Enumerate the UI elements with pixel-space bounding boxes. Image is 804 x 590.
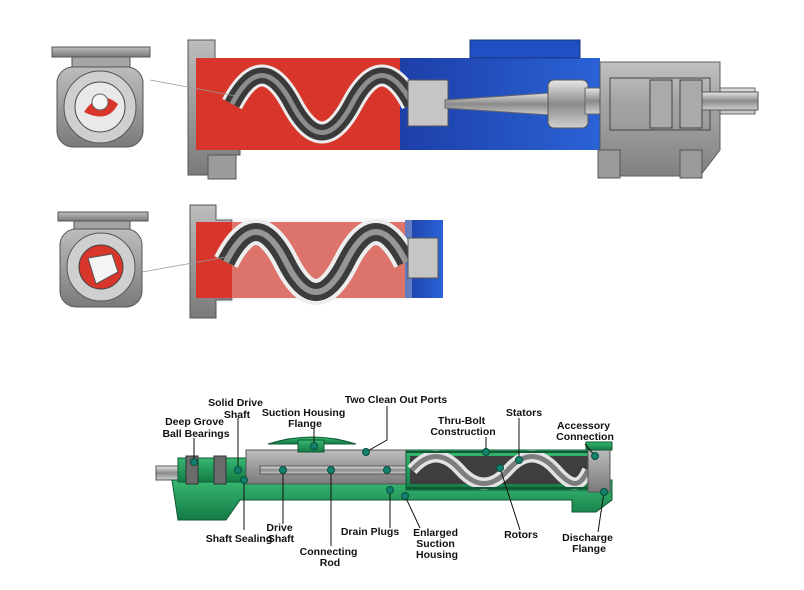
marker-thru-bolt	[482, 448, 490, 456]
end-view-middle-icon	[57, 211, 149, 308]
label-drive-shaft: Drive Shaft	[266, 522, 295, 545]
marker-connecting-rod	[327, 466, 335, 474]
marker-discharge-flange	[600, 488, 608, 496]
label-discharge-flange: Discharge Flange	[562, 532, 616, 555]
label-deep-groove-bearings: Deep Grove Ball Bearings	[162, 416, 229, 440]
marker-drain-plugs	[386, 486, 394, 494]
label-enlarged-suction-housing: Enlarged Suction Housing	[413, 527, 461, 561]
label-stators: Stators	[506, 407, 542, 419]
callout-labels: Deep Grove Ball Bearings Solid Drive Sha…	[162, 394, 616, 569]
marker-suction-flange	[310, 442, 318, 450]
marker-clean-out-b	[383, 466, 391, 474]
pump-cutaway-full-icon	[51, 39, 759, 180]
label-connecting-rod: Connecting Rod	[300, 546, 361, 569]
end-view-top-icon	[51, 46, 151, 148]
marker-deep-groove	[190, 458, 198, 466]
pump-cutaway-suction-icon	[57, 204, 443, 319]
callout-markers	[190, 442, 608, 500]
label-accessory-connection: Accessory Connection	[556, 420, 614, 443]
label-suction-housing-flange: Suction Housing Flange	[262, 407, 348, 430]
label-drain-plugs: Drain Plugs	[341, 526, 400, 538]
callout-leader-lines	[193, 406, 605, 546]
marker-accessory	[591, 452, 599, 460]
marker-enlarged-suction	[401, 492, 409, 500]
marker-stators	[515, 456, 523, 464]
marker-rotors	[496, 464, 504, 472]
label-two-clean-out-ports: Two Clean Out Ports	[345, 394, 448, 406]
label-shaft-sealing: Shaft Sealing	[206, 533, 273, 545]
label-solid-drive-shaft: Solid Drive Shaft	[208, 397, 266, 421]
marker-clean-out-a	[362, 448, 370, 456]
marker-drive-shaft	[279, 466, 287, 474]
pump-labeled-assembly-icon	[155, 436, 613, 521]
label-rotors: Rotors	[504, 529, 538, 541]
label-thru-bolt-construction: Thru-Bolt Construction	[430, 415, 495, 438]
marker-shaft-sealing	[240, 476, 248, 484]
marker-solid-drive	[234, 466, 242, 474]
